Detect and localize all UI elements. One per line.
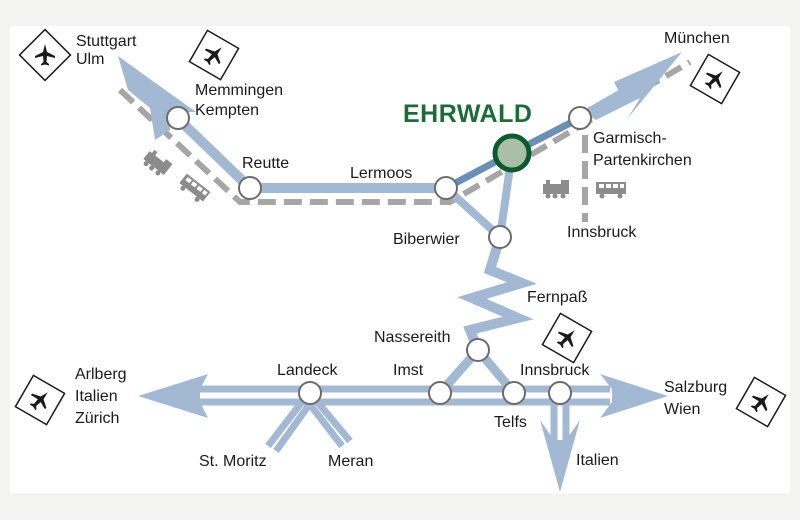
- airport-icon: [18, 28, 72, 82]
- label-meran: Meran: [328, 453, 374, 470]
- label-italien: Italien: [576, 452, 619, 469]
- node-memmingen[interactable]: [166, 106, 190, 130]
- stations: [166, 106, 592, 405]
- label-partenkirchen: Partenkirchen: [593, 152, 692, 169]
- label-memmingen: Memmingen: [195, 82, 284, 99]
- arrow-salzburg: [600, 374, 668, 418]
- label-italien-west: Italien: [75, 388, 118, 405]
- label-fernpass: Fernpaß: [527, 289, 588, 306]
- label-stuttgart: Stuttgart: [76, 33, 137, 50]
- label-imst: Imst: [393, 362, 424, 379]
- map-title: EHRWALD: [403, 100, 533, 128]
- arrow-stuttgart: [118, 56, 196, 140]
- label-landeck: Landeck: [277, 362, 338, 379]
- node-telfs[interactable]: [502, 381, 526, 405]
- railway-lines: [117, 59, 692, 222]
- node-imst[interactable]: [428, 381, 452, 405]
- label-muenchen: München: [664, 30, 730, 47]
- train-icon: [596, 182, 626, 199]
- train-icon: [140, 148, 173, 179]
- road-fernpass: [457, 235, 538, 352]
- label-telfs: Telfs: [494, 414, 527, 431]
- node-biberwier[interactable]: [488, 225, 512, 249]
- label-arlberg: Arlberg: [75, 366, 127, 383]
- label-innsbruck: Innsbruck: [520, 362, 590, 379]
- airport-icon: [541, 312, 593, 364]
- railway-main: [117, 59, 692, 205]
- road-inntal: [200, 385, 610, 454]
- airport-icon: [735, 376, 787, 428]
- label-innsbruck-rail: Innsbruck: [567, 224, 637, 241]
- node-garmisch[interactable]: [568, 106, 592, 130]
- airport-icon: [14, 374, 66, 426]
- label-kempten: Kempten: [195, 102, 260, 119]
- label-ulm: Ulm: [76, 51, 105, 68]
- node-reutte[interactable]: [238, 176, 262, 200]
- label-salzburg: Salzburg: [664, 379, 728, 396]
- label-garmisch: Garmisch-: [593, 130, 667, 147]
- label-st-moritz: St. Moritz: [199, 453, 267, 470]
- train-icon: [176, 173, 211, 206]
- arrow-muenchen: [585, 52, 682, 120]
- train-icon: [543, 180, 569, 199]
- arrow-arlberg: [138, 374, 208, 418]
- node-innsbruck[interactable]: [548, 381, 572, 405]
- airport-icon: [188, 29, 240, 81]
- node-ehrwald[interactable]: [492, 133, 532, 173]
- airport-icon: [689, 53, 741, 105]
- node-lermoos[interactable]: [434, 176, 458, 200]
- arrow-italien: [540, 420, 580, 492]
- node-landeck[interactable]: [298, 381, 322, 405]
- label-biberwier: Biberwier: [393, 231, 460, 248]
- map-panel: [10, 26, 790, 493]
- label-zuerich: Zürich: [75, 410, 120, 427]
- node-nassereith[interactable]: [466, 338, 490, 362]
- label-lermoos: Lermoos: [350, 165, 413, 182]
- label-wien: Wien: [664, 401, 701, 418]
- label-nassereith: Nassereith: [374, 329, 451, 346]
- label-reutte: Reutte: [242, 155, 290, 172]
